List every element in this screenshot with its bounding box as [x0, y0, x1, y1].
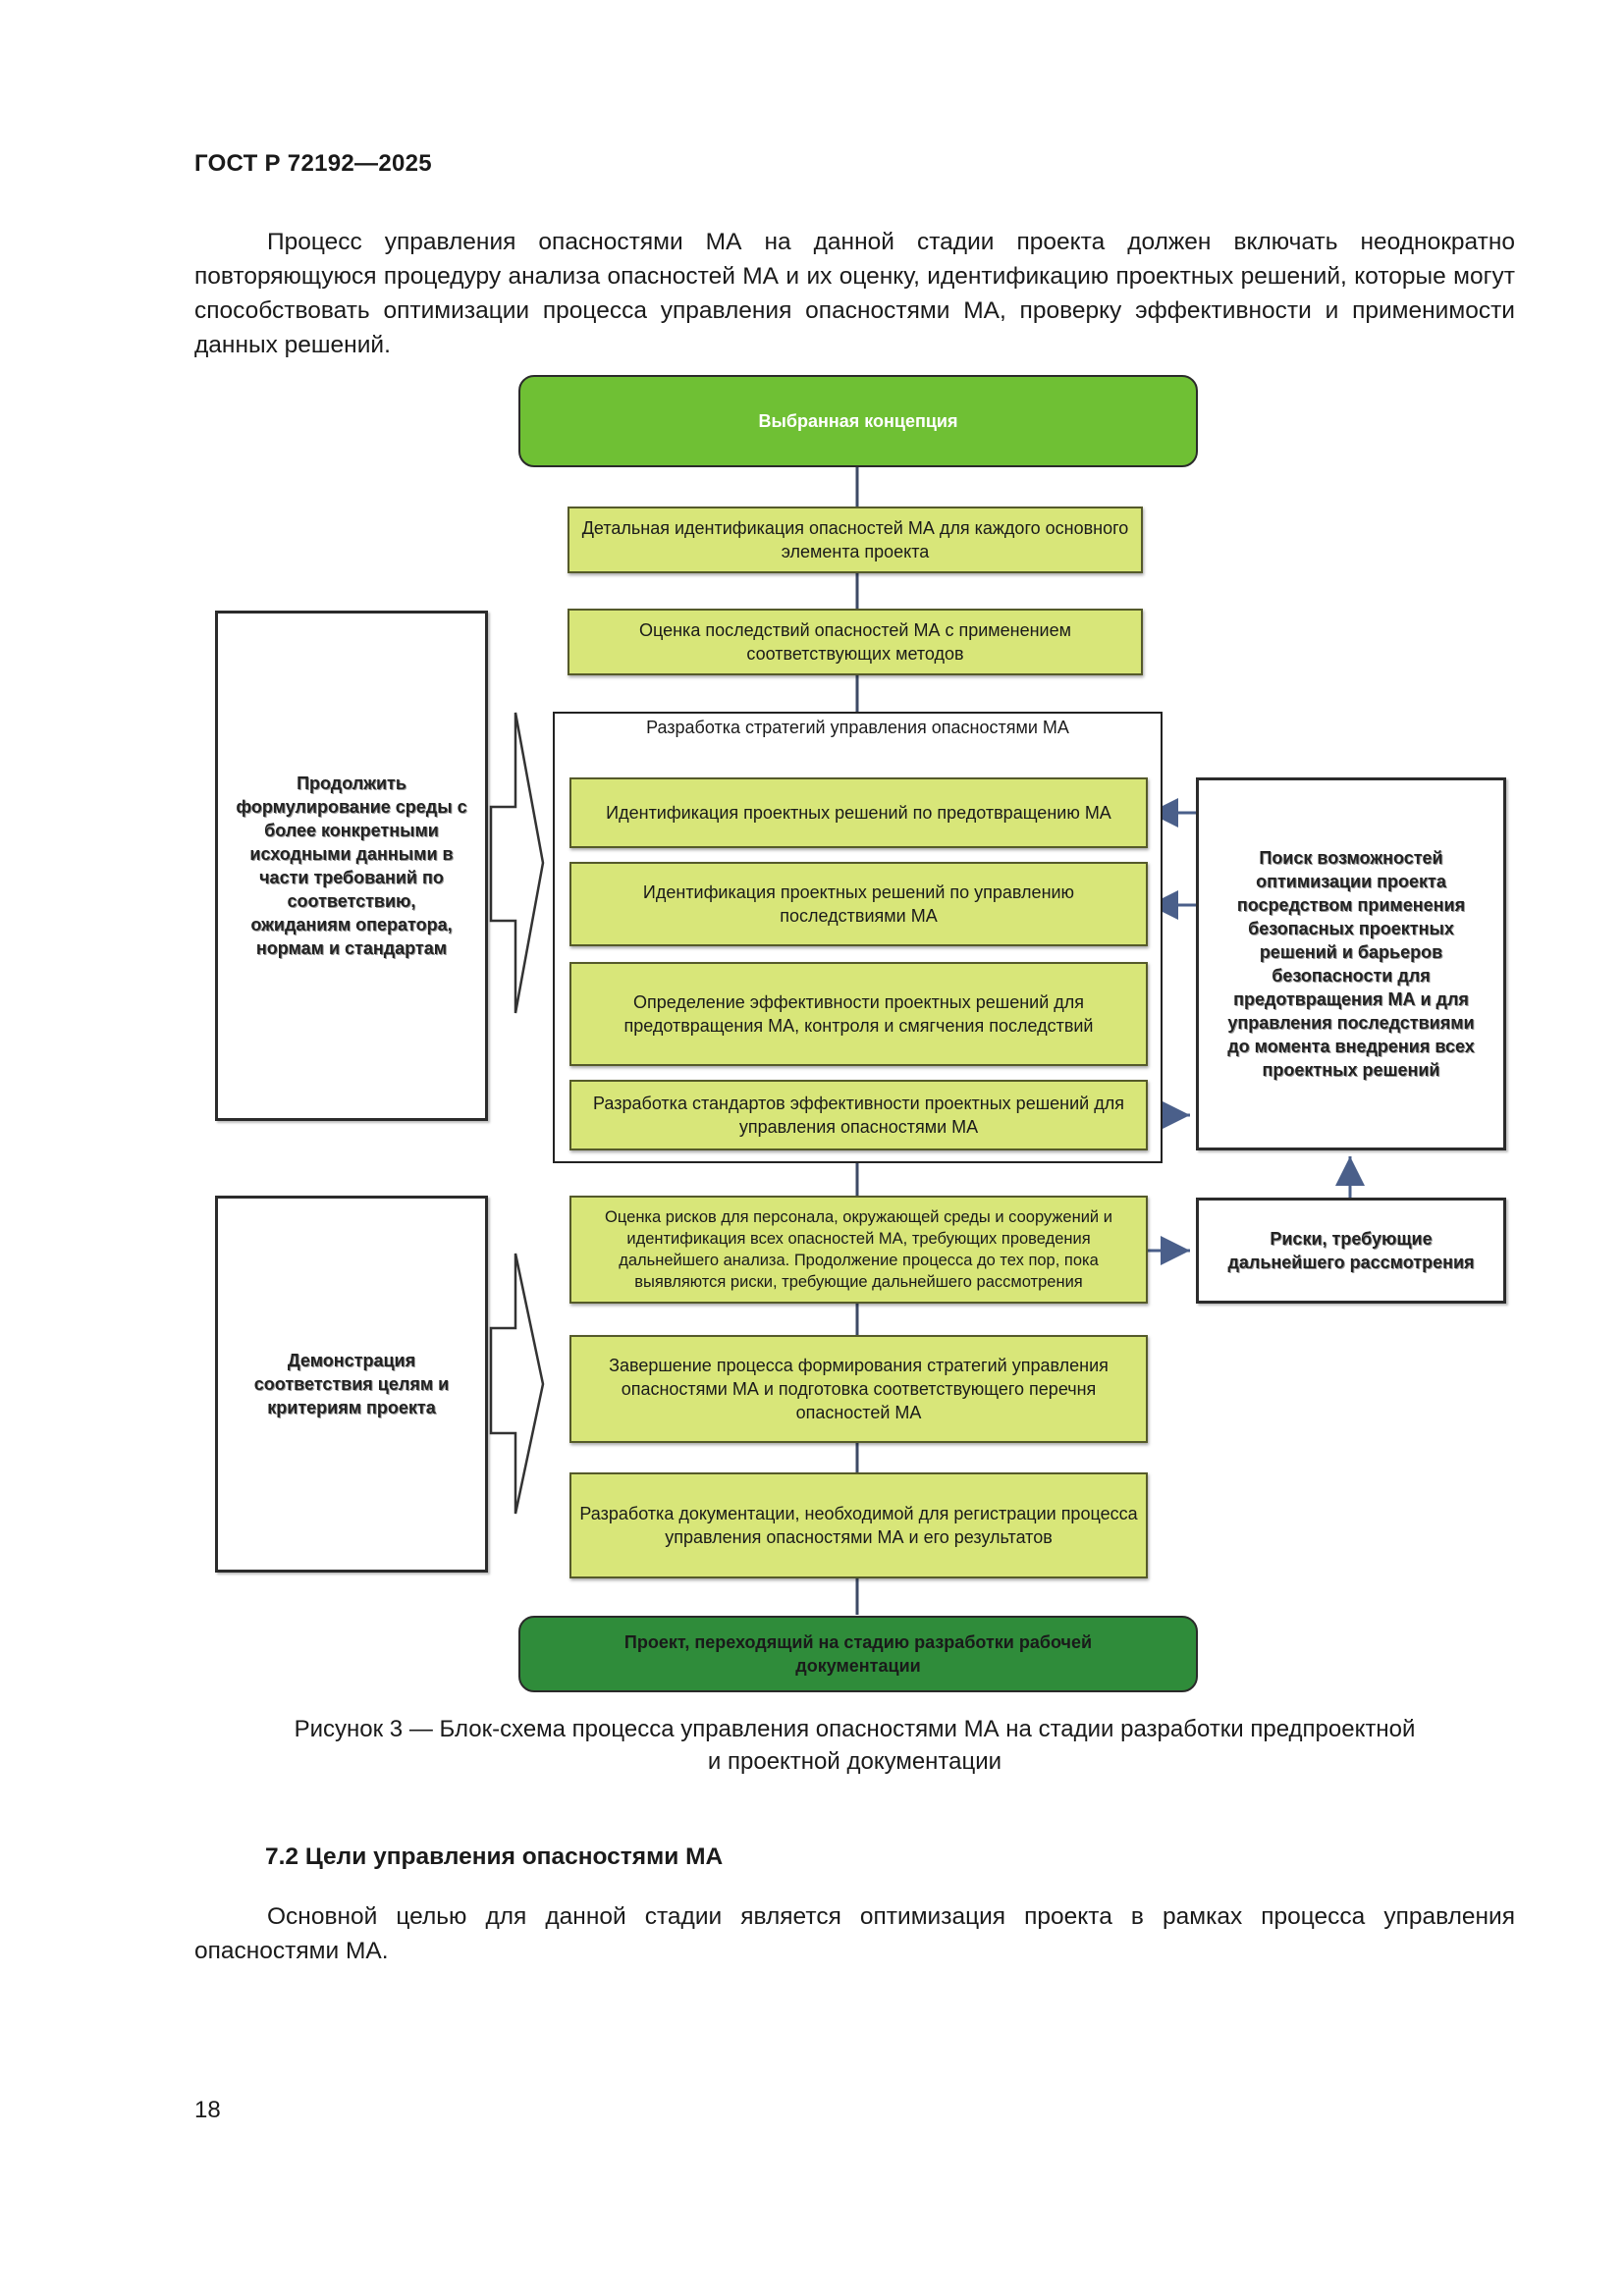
side-continue-box: Продолжить формулирование среды с более … [215, 611, 488, 1121]
strategy-effectiveness: Определение эффективности проектных реше… [569, 962, 1148, 1066]
section-paragraph: Основной целью для данной стадии являетс… [194, 1899, 1515, 1968]
chevron-arrow-lower [489, 1253, 545, 1515]
strategy-group-label: Разработка стратегий управления опасност… [646, 718, 1069, 737]
intro-text: Процесс управления опасностями МА на дан… [194, 229, 1515, 358]
caption-line-1: Рисунок 3 — Блок-схема процесса управлен… [294, 1716, 1416, 1742]
step-documentation: Разработка документации, необходимой для… [569, 1472, 1148, 1578]
document-header: ГОСТ Р 72192—2025 [194, 150, 432, 177]
caption-line-2: и проектной документации [707, 1748, 1002, 1775]
side-optimization-box: Поиск возможностей оптимизации проекта п… [1196, 777, 1506, 1150]
step-completion: Завершение процесса формирования стратег… [569, 1335, 1148, 1443]
strategy-standards: Разработка стандартов эффективности прое… [569, 1080, 1148, 1150]
section-text: Основной целью для данной стадии являетс… [194, 1903, 1515, 1964]
page-number: 18 [194, 2097, 221, 2123]
figure-caption: Рисунок 3 — Блок-схема процесса управлен… [194, 1713, 1515, 1778]
step-risk-assessment: Оценка рисков для персонала, окружающей … [569, 1196, 1148, 1304]
chevron-arrow-upper [489, 712, 545, 1014]
side-demonstration-box: Демонстрация соответствия целям и критер… [215, 1196, 488, 1573]
end-node: Проект, переходящий на стадию разработки… [518, 1616, 1198, 1692]
side-risks-box: Риски, требующие дальнейшего рассмотрени… [1196, 1198, 1506, 1304]
step-consequence-assessment: Оценка последствий опасностей МА с приме… [568, 609, 1143, 675]
step-detail-identification: Детальная идентификация опасностей МА дл… [568, 507, 1143, 573]
start-node: Выбранная концепция [518, 375, 1198, 467]
intro-paragraph: Процесс управления опасностями МА на дан… [194, 225, 1515, 362]
strategy-prevention: Идентификация проектных решений по предо… [569, 777, 1148, 848]
section-heading: 7.2 Цели управления опасностями МА [265, 1843, 724, 1870]
strategy-consequence-mgmt: Идентификация проектных решений по управ… [569, 862, 1148, 946]
flowchart: Выбранная концепция Детальная идентифика… [215, 375, 1506, 1692]
